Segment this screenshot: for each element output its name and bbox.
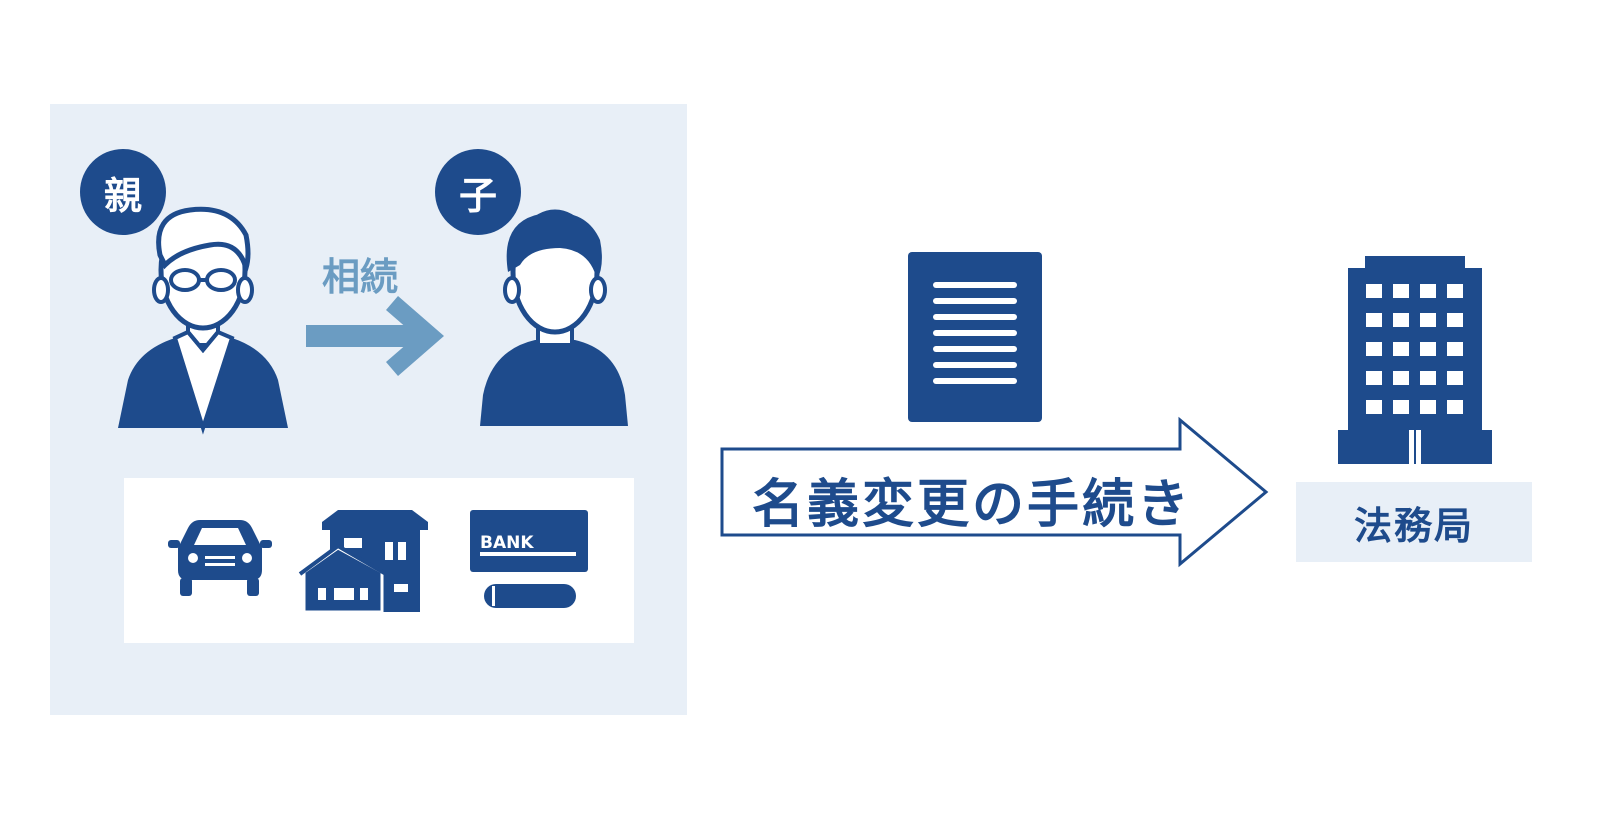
building-window	[1420, 313, 1436, 327]
building-icon	[1338, 256, 1492, 464]
parent-badge: 親	[80, 149, 166, 235]
building-window	[1366, 371, 1382, 385]
building-window	[1420, 342, 1436, 356]
building-window	[1420, 371, 1436, 385]
document-icon	[908, 252, 1042, 422]
building-window	[1366, 342, 1382, 356]
bank-card-icon: BANK	[470, 510, 588, 608]
building-window	[1393, 400, 1409, 414]
building-window	[1366, 313, 1382, 327]
office-label-box: 法務局	[1296, 482, 1532, 562]
building-window	[1393, 371, 1409, 385]
building-window	[1447, 342, 1463, 356]
building-window	[1393, 342, 1409, 356]
building-window	[1447, 313, 1463, 327]
building-window	[1447, 400, 1463, 414]
building-window	[1393, 313, 1409, 327]
building-window	[1420, 400, 1436, 414]
parent-person-icon	[118, 206, 288, 435]
office-label: 法務局	[1353, 503, 1474, 548]
procedure-arrow-shape	[720, 416, 1269, 568]
building-window	[1366, 400, 1382, 414]
building-window	[1393, 284, 1409, 298]
building-window	[1420, 284, 1436, 298]
inherit-arrow	[306, 296, 444, 376]
bank-card-label: BANK	[480, 533, 534, 553]
procedure-label: 名義変更の手続き	[752, 475, 1193, 535]
building-window	[1447, 284, 1463, 298]
child-badge: 子	[435, 149, 521, 235]
car-icon	[168, 520, 272, 596]
inherit-label: 相続	[322, 255, 399, 299]
building-window	[1447, 371, 1463, 385]
house-icon	[298, 510, 428, 614]
child-person-icon	[480, 209, 628, 426]
building-window	[1366, 284, 1382, 298]
